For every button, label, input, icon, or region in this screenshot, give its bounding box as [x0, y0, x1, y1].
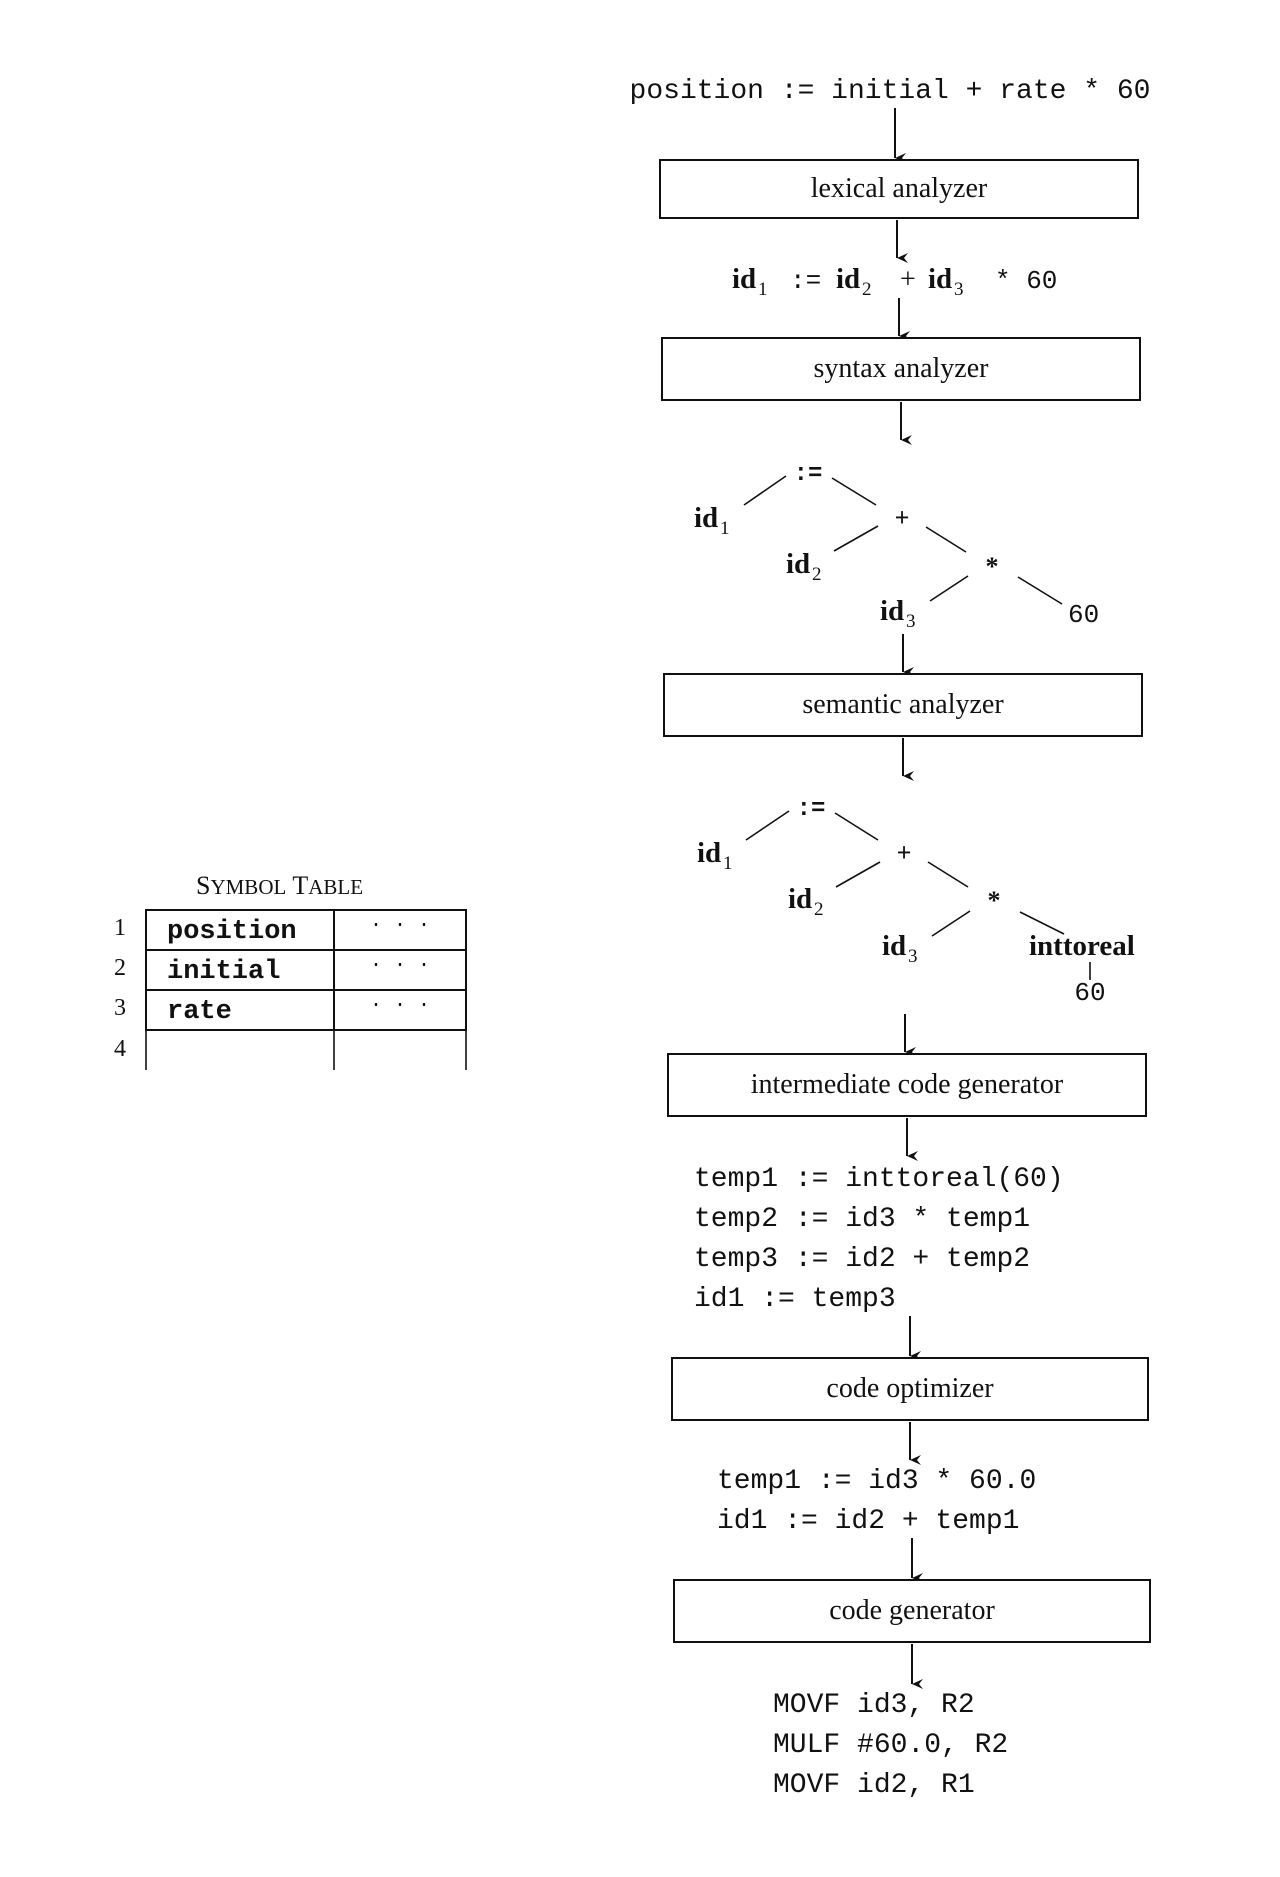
token-id3: id [928, 263, 952, 295]
syntax-tree-times-node: * [986, 552, 999, 581]
syntax-tree-60-node: 60 [1068, 600, 1099, 630]
syntax-tree-edge-assign-plus [831, 477, 877, 506]
target-code: MOVF id3, R2 MULF #60.0, R2 MOVF id2, R1 [773, 1690, 1008, 1801]
syntax-tree-id2-sub: 2 [812, 564, 822, 585]
semantic-tree-id3-node: id [882, 930, 906, 962]
semantic-tree-inttoreal-node: inttoreal [1029, 930, 1135, 962]
token-assign: := [790, 266, 821, 296]
syntax-tree-id1-sub: 1 [720, 518, 730, 539]
semantic-analyzer-label: semantic analyzer [802, 689, 1004, 720]
symbol-table-row-index: 3 [114, 995, 126, 1021]
symbol-table-row-index: 2 [114, 955, 126, 981]
symbol-table-row: 1 position · · · [114, 909, 467, 951]
target-code-line: MOVF id2, R1 [773, 1770, 975, 1801]
token-id2: id [836, 263, 860, 295]
syntax-tree-edge-times-60 [1017, 576, 1063, 605]
syntax-analyzer-label: syntax analyzer [814, 353, 990, 384]
source-statement: position := initial + rate * 60 [630, 76, 1151, 107]
semantic-tree-id3-sub: 3 [908, 946, 918, 967]
intermediate-code: temp1 := inttoreal(60) temp2 := id3 * te… [694, 1164, 1064, 1315]
syntax-tree-edge-assign-id1 [743, 475, 787, 506]
semantic-tree-times-node: * [988, 886, 1001, 915]
semantic-tree-edge-times-id3 [931, 910, 971, 937]
syntax-tree-id1-node: id [694, 502, 718, 534]
symbol-table-attrs-cell: · · · [370, 914, 430, 937]
lexical-analyzer-box: lexical analyzer [659, 159, 1139, 219]
token-id3-sub: 3 [954, 279, 964, 300]
semantic-tree-edge-assign-id1 [745, 810, 790, 841]
symbol-table-attrs-cell: · · · [370, 954, 430, 977]
syntax-tree-id3-node: id [880, 595, 904, 627]
semantic-tree-assign-node: := [797, 796, 826, 823]
intermediate-code-generator-box: intermediate code generator [667, 1053, 1147, 1117]
symbol-table-row-index: 1 [114, 915, 126, 941]
semantic-tree-edge-times-inttoreal [1019, 911, 1065, 935]
token-plus: + [900, 264, 916, 295]
symbol-table-attrs-cell: · · · [370, 994, 430, 1017]
semantic-tree: := id 1 + id 2 * id 3 inttoreal 60 [697, 796, 1135, 1008]
semantic-tree-60-node: 60 [1074, 978, 1105, 1008]
syntax-tree-plus-node: + [895, 503, 910, 532]
semantic-analyzer-box: semantic analyzer [663, 673, 1143, 737]
symbol-table-row-index: 4 [114, 1036, 126, 1062]
symbol-table-row: 4 [114, 1030, 467, 1070]
code-generator-label: code generator [829, 1595, 995, 1626]
syntax-tree-edge-plus-times [925, 526, 967, 553]
optimized-code: temp1 := id3 * 60.0 id1 := id2 + temp1 [717, 1466, 1036, 1537]
semantic-tree-id2-sub: 2 [814, 899, 824, 920]
symbol-table-name-cell: position [167, 917, 297, 947]
code-generator-box: code generator [673, 1579, 1151, 1643]
symbol-table-row: 2 initial · · · [114, 949, 467, 991]
code-optimizer-label: code optimizer [826, 1373, 994, 1404]
semantic-tree-edge-assign-plus [834, 812, 879, 841]
symbol-table-title-s: S [196, 871, 210, 900]
syntax-tree-assign-node: := [794, 461, 823, 488]
token-times-60: * 60 [995, 266, 1057, 296]
symbol-table-row: 3 rate · · · [114, 989, 467, 1031]
syntax-tree-id2-node: id [786, 548, 810, 580]
token-id2-sub: 2 [862, 279, 872, 300]
target-code-line: MULF #60.0, R2 [773, 1730, 1008, 1761]
intermediate-code-line: id1 := temp3 [694, 1284, 896, 1315]
syntax-analyzer-box: syntax analyzer [661, 337, 1141, 401]
token-id1-sub: 1 [758, 279, 768, 300]
intermediate-code-line: temp1 := inttoreal(60) [694, 1164, 1064, 1195]
semantic-tree-edge-plus-times [927, 861, 969, 888]
lexical-analyzer-label: lexical analyzer [811, 173, 988, 204]
intermediate-code-line: temp3 := id2 + temp2 [694, 1244, 1030, 1275]
token-stream: id 1 := id 2 + id 3 * 60 [732, 263, 1057, 300]
optimized-code-line: id1 := id2 + temp1 [717, 1506, 1019, 1537]
semantic-tree-id2-node: id [788, 883, 812, 915]
semantic-tree-plus-node: + [897, 838, 912, 867]
syntax-tree-edge-times-id3 [929, 575, 969, 602]
semantic-tree-edge-plus-id2 [835, 861, 881, 888]
semantic-tree-id1-sub: 1 [723, 853, 733, 874]
symbol-table-name-cell: initial [167, 957, 280, 987]
optimized-code-line: temp1 := id3 * 60.0 [717, 1466, 1036, 1497]
syntax-tree-id3-sub: 3 [906, 611, 916, 632]
semantic-tree-id1-node: id [697, 837, 721, 869]
intermediate-code-line: temp2 := id3 * temp1 [694, 1204, 1030, 1235]
intermediate-code-generator-label: intermediate code generator [751, 1069, 1064, 1100]
target-code-line: MOVF id3, R2 [773, 1690, 975, 1721]
code-optimizer-box: code optimizer [671, 1357, 1149, 1421]
syntax-tree-edge-plus-id2 [833, 525, 879, 552]
symbol-table-title-ymbol: YMBOL [210, 875, 286, 899]
symbol-table-title-able: ABLE [308, 875, 363, 899]
symbol-table-title-t: T [292, 871, 308, 900]
syntax-tree: := id 1 + id 2 * id 3 60 [694, 461, 1099, 632]
symbol-table-name-cell: rate [167, 997, 232, 1027]
token-id1: id [732, 263, 756, 295]
